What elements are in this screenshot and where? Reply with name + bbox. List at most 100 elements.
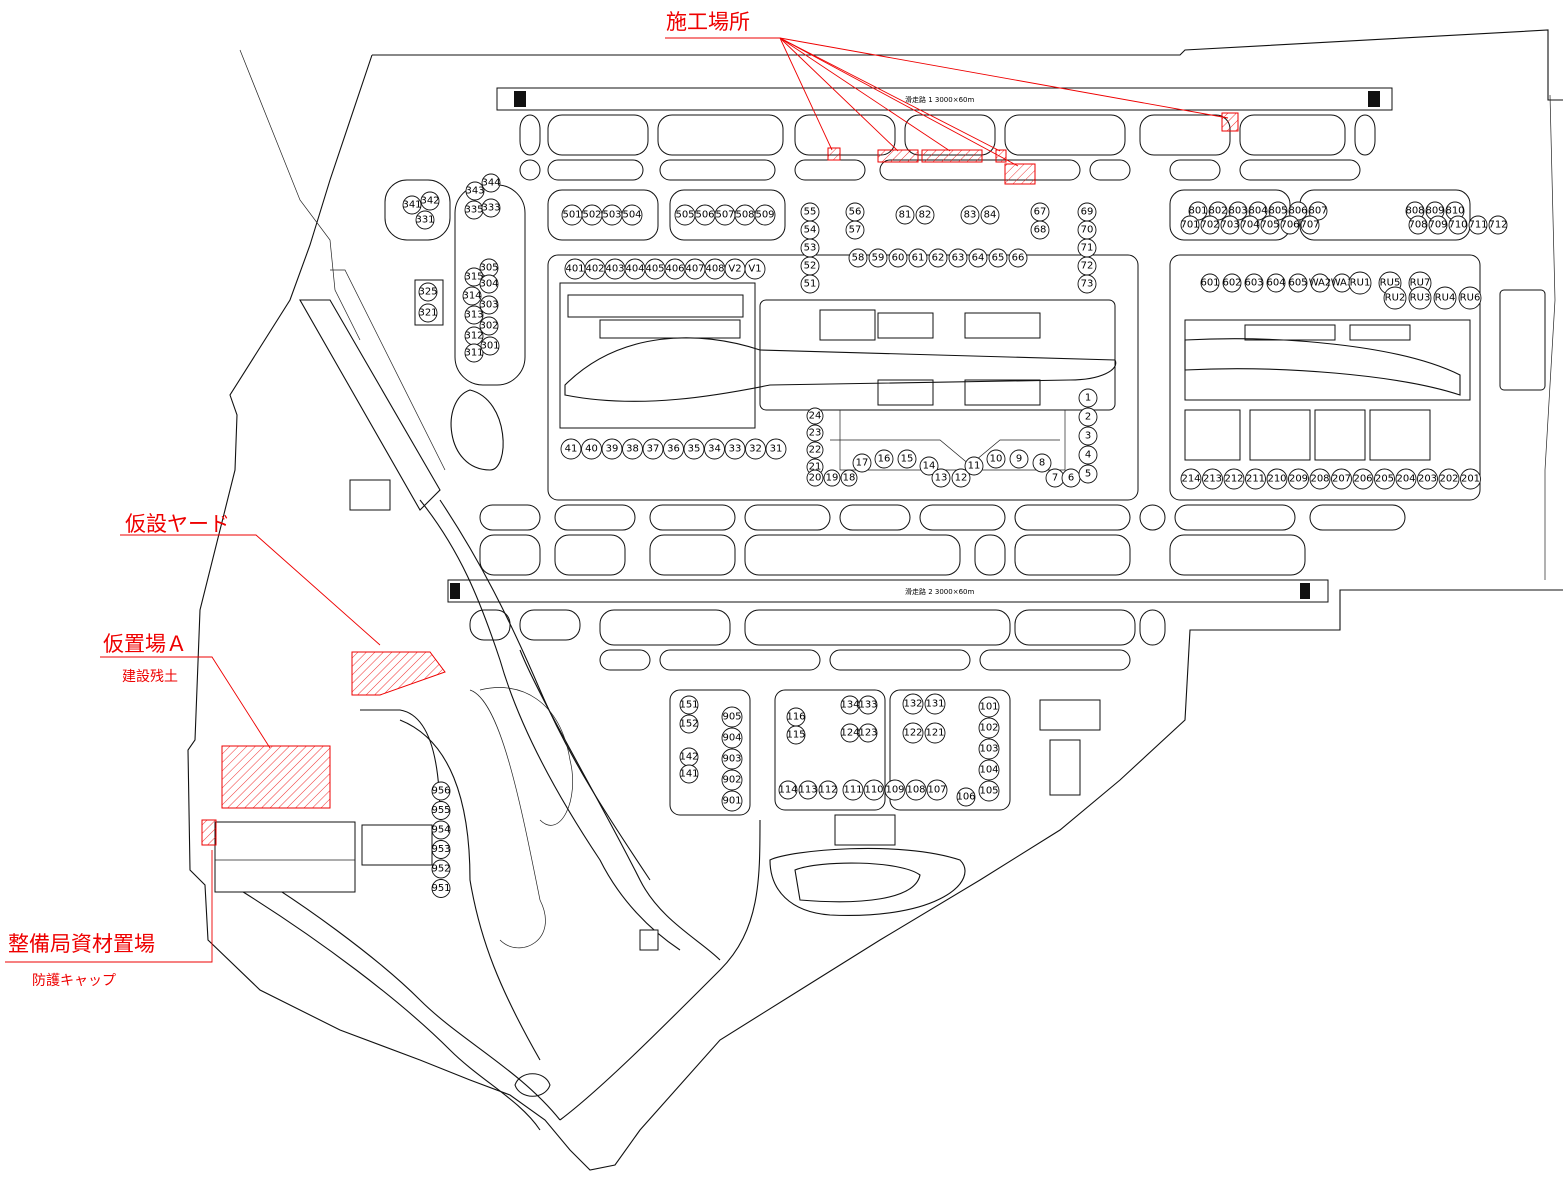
label-temp-yard: 仮設ヤード [125,512,230,536]
stand-label: 506 [695,210,714,221]
stand-label: 4 [1085,450,1091,461]
stand-label: 81 [899,210,912,221]
stand-circle [978,780,1000,802]
stand-label: 509 [755,210,774,221]
stand-label: 712 [1488,220,1507,231]
stand-marker: 11 [964,456,984,476]
stand-marker: 707 [1300,215,1320,235]
stand-circle [465,181,485,201]
stand-marker: 605 [1288,273,1308,293]
annotation-leaders [5,37,1229,963]
stand-circle [924,693,946,715]
stand-circle [464,343,484,363]
stand-label: 36 [667,444,680,455]
stand-label: 63 [952,253,965,264]
stand-label: 103 [979,744,998,755]
stand-marker: 901 [721,790,743,812]
stand-label: 312 [464,331,483,342]
stand-marker: 331 [415,210,435,230]
stand-label: 207 [1332,474,1351,485]
stand-label: 70 [1081,225,1094,236]
stand-label: 333 [481,203,500,214]
stand-label: 331 [415,215,434,226]
stand-circle [956,787,976,807]
stand-circle [1032,453,1052,473]
stand-label: 203 [1418,474,1437,485]
stand-label: 504 [622,210,641,221]
stand-circle [928,248,948,268]
stand-circle [745,438,766,460]
stand-marker: 132 [902,693,924,715]
stand-marker: 69 [1077,202,1097,222]
taxiway-island [1139,114,1231,156]
stand-label: 342 [420,196,439,207]
stand-label: 115 [786,730,805,741]
stand-circle [858,695,878,715]
stand-marker: 506 [694,204,716,226]
stand-label: 603 [1244,278,1263,289]
stand-label: 113 [798,785,817,796]
stand-label: 1 [1085,393,1091,404]
stand-circle [1433,286,1457,310]
stand-circle [800,274,820,294]
stand-label: 602 [1222,278,1241,289]
stand-label: RU2 [1385,293,1406,304]
stand-marker: 84 [980,205,1000,225]
stand-label: 41 [565,444,578,455]
stand-circle [1244,273,1264,293]
stand-circle [874,449,894,469]
stand-circle [1331,468,1352,490]
stand-label: 132 [903,699,922,710]
stand-label: 73 [1081,279,1094,290]
stand-marker: 702 [1200,215,1220,235]
stand-label: 152 [679,719,698,730]
stand-label: 705 [1260,220,1279,231]
stand-marker: 116 [786,707,806,727]
stand-marker: 61 [908,248,928,268]
stand-marker: 214 [1180,468,1202,490]
stand-marker: 401 [564,258,586,280]
stand-circle [1395,468,1417,490]
stand-label: 107 [927,785,946,796]
stand-marker: 35 [683,438,705,460]
stand-circle [431,801,451,820]
stand-circle [479,295,499,315]
stand-marker: 112 [818,780,838,800]
stand-circle [462,286,482,306]
stand-label: 407 [685,264,704,275]
stand-marker: 151 [679,695,699,715]
stand-label: 122 [903,728,922,739]
stand-marker: 208 [1309,468,1331,490]
stand-marker: 23 [806,424,824,442]
taxiway-island [1354,114,1376,156]
stand-label: 708 [1408,220,1427,231]
stand-circle [1202,468,1223,490]
stand-circle [1300,215,1320,235]
stand-label: 954 [431,825,450,836]
stand-label: 711 [1468,220,1487,231]
stand-label: 101 [979,702,998,713]
stand-circle [951,468,971,488]
stand-marker: 34 [704,438,725,460]
stand-circle [642,438,664,460]
stand-label: 34 [708,444,721,455]
stand-marker: 204 [1395,468,1417,490]
stand-label: 214 [1181,474,1200,485]
stand-label: 121 [925,728,944,739]
taxiway-island [839,504,911,531]
stand-circle [464,305,484,325]
stand-label: 10 [990,454,1003,465]
bureau-yard-area [201,819,217,846]
stand-label: 315 [464,272,483,283]
taxiway-island [1014,504,1131,531]
taxiway-island [1169,159,1221,181]
stand-label: 211 [1246,474,1265,485]
stand-circle [1245,468,1266,490]
stand-circle [679,714,699,734]
stand-circle [908,248,928,268]
stand-marker: 52 [800,256,820,276]
taxiway-island [469,609,511,641]
stand-marker: 209 [1288,468,1309,490]
stand-label: 503 [602,210,621,221]
